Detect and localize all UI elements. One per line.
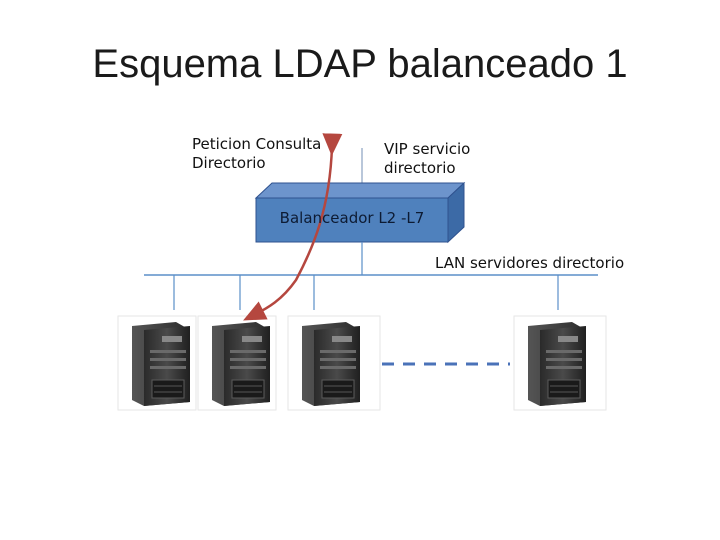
server-icon (117, 315, 197, 411)
balancer-label: Balanceador L2 -L7 (279, 209, 425, 227)
request-label-line2: Directorio (192, 154, 266, 172)
server-icon (287, 315, 381, 411)
server-icon (513, 315, 607, 411)
request-label: Peticion Consulta Directorio (192, 135, 321, 173)
request-arrow (243, 133, 343, 321)
vip-label: VIP servicio directorio (384, 140, 470, 178)
lan-label: LAN servidores directorio (435, 254, 625, 272)
vip-label-line1: VIP servicio (384, 140, 471, 158)
server-icon (197, 315, 277, 411)
vip-label-line2: directorio (384, 159, 456, 177)
page-title: Esquema LDAP balanceado 1 (92, 42, 628, 86)
request-label-line1: Peticion Consulta (192, 135, 322, 153)
